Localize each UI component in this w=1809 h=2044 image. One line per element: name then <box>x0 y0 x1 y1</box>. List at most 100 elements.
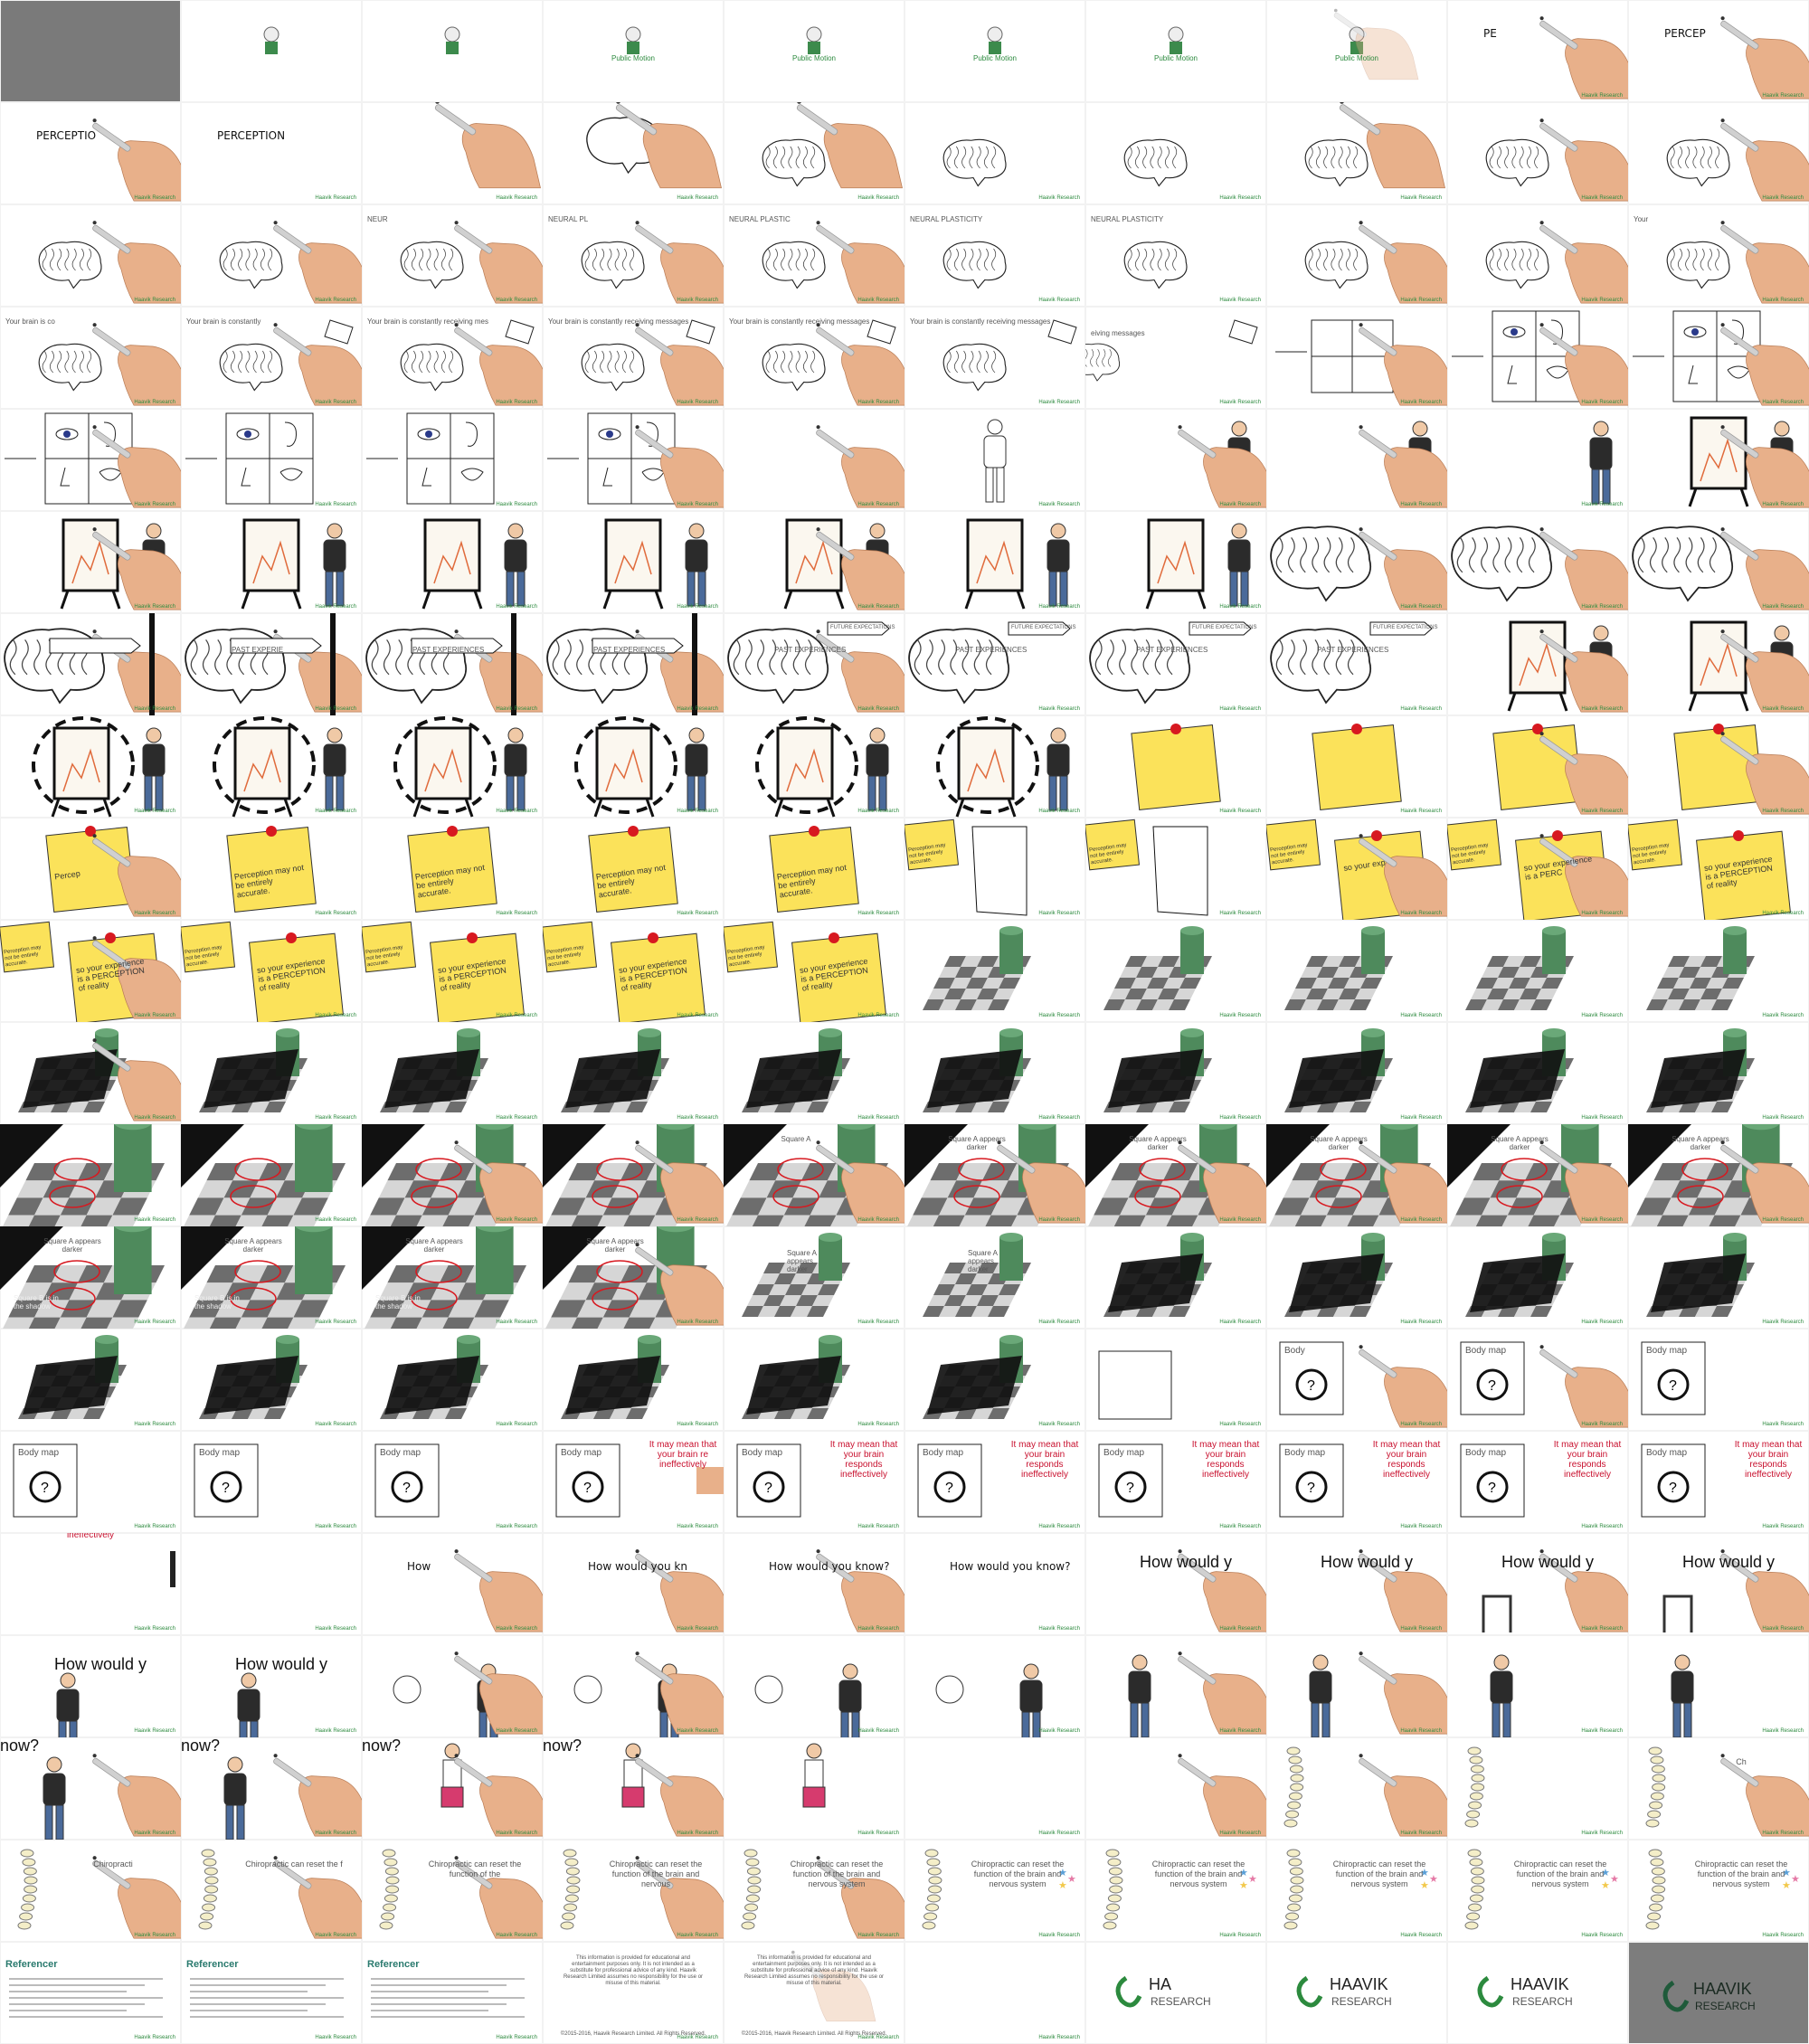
storyboard-frame: Haavik Research <box>1628 715 1809 818</box>
storyboard-frame: Haavik Research <box>362 409 543 511</box>
frame-illustration <box>1168 26 1184 54</box>
storyboard-frame: Haavik Research <box>904 1329 1085 1431</box>
haavik-seahorse-logo <box>1296 1975 1323 2008</box>
storyboard-frame: Haavik Research <box>543 1124 724 1226</box>
brain-icon <box>1666 138 1730 187</box>
storyboard-frame: ★★★Chiropractic can reset the function o… <box>1085 1840 1266 1942</box>
person-icon <box>685 523 708 607</box>
easel-icon <box>774 726 836 818</box>
storyboard-frame: Perception may not be entirely accurate.… <box>181 818 362 920</box>
frame-illustration <box>219 221 362 304</box>
drawing-hand-icon <box>1359 1140 1447 1224</box>
frame-illustration <box>1123 138 1188 187</box>
storyboard-frame: Haavik Research <box>1628 613 1809 715</box>
caption-body-map: Body map <box>1465 1448 1507 1458</box>
haavik-research-watermark: Haavik Research <box>496 1831 537 1836</box>
haavik-research-watermark: Haavik Research <box>677 2035 718 2040</box>
caption-your-brain-full: Your brain is constantly receiving messa… <box>729 317 870 326</box>
haavik-research-watermark: Haavik Research <box>1581 604 1623 610</box>
haavik-research-watermark: Haavik Research <box>1219 1115 1261 1121</box>
frame-illustration <box>213 716 346 818</box>
drawing-hand-icon <box>92 221 181 304</box>
frame-illustration <box>1666 221 1809 304</box>
caption-perceptio: PERCEPTIO <box>36 129 97 142</box>
caption-past-experiences: PAST EXPERIENCES <box>1136 646 1208 654</box>
spine-icon <box>1468 1801 1482 1810</box>
drawing-hand-icon <box>816 425 904 508</box>
storyboard-frame: Haavik Research <box>543 1022 724 1124</box>
frame-illustration <box>561 1028 669 1112</box>
haavik-research-watermark: Haavik Research <box>1038 1115 1080 1121</box>
checker-shadow-illusion <box>1465 1233 1574 1317</box>
person-icon <box>838 1663 862 1737</box>
drawing-hand-icon <box>1539 1549 1628 1632</box>
haavik-research-watermark: Haavik Research <box>1400 195 1442 201</box>
spine-icon <box>924 1849 939 1858</box>
drawing-hand-icon <box>1720 732 1809 815</box>
question-icon <box>210 1471 242 1503</box>
spine-icon <box>745 1894 760 1903</box>
haavik-research-watermark: Haavik Research <box>1219 400 1261 405</box>
caption-body-map: Body map <box>561 1448 602 1458</box>
pin-icon <box>628 826 639 837</box>
frame-illustration <box>561 1335 669 1419</box>
haavik-research-watermark: Haavik Research <box>496 1626 537 1632</box>
haavik-research-watermark: Haavik Research <box>1400 1115 1442 1121</box>
caption-chiropractic-full: Chiropractic can reset the function of t… <box>1694 1859 1788 1888</box>
haavik-research-watermark: Haavik Research <box>134 604 175 610</box>
haavik-research-watermark: Haavik Research <box>496 809 537 814</box>
frame-illustration <box>581 221 724 304</box>
haavik-research-watermark: Haavik Research <box>315 1320 356 1325</box>
frame-illustration <box>454 1549 543 1632</box>
pin-icon <box>85 826 96 837</box>
frame-illustration <box>1451 525 1628 610</box>
frame-illustration <box>0 0 181 102</box>
frame-illustration <box>92 118 181 202</box>
star-icon: ★ <box>1239 1868 1248 1878</box>
haavik-research-watermark: Haavik Research <box>1581 195 1623 201</box>
storyboard-frame: Haavik Research <box>1447 102 1628 204</box>
spine-icon <box>204 1885 219 1894</box>
storyboard-frame: Perception may not be entirely accurate.… <box>1085 818 1266 920</box>
caption-ha: HA <box>1149 1975 1172 1993</box>
spine-icon <box>1469 1792 1483 1801</box>
spine-icon <box>22 1894 36 1903</box>
storyboard-frame: Haavik Research <box>181 1022 362 1124</box>
frame-illustration <box>226 826 317 913</box>
storyboard-frame: Haavik Research <box>362 102 543 204</box>
storyboard-frame: Haavik Research <box>0 1124 181 1226</box>
storyboard-frame: Haavik Research <box>1447 511 1628 613</box>
spine-icon <box>926 1894 941 1903</box>
spine-icon <box>384 1894 398 1903</box>
haavik-research-watermark: Haavik Research <box>857 502 899 507</box>
caption-now-fragment: now? <box>0 1737 40 1755</box>
frame-illustration: ? <box>194 1443 259 1518</box>
caption-past-experiences: PAST EXPERIENCES <box>412 646 485 654</box>
storyboard-frame: Haavik Research <box>1628 920 1809 1022</box>
checker-shadow-illusion <box>561 1335 669 1419</box>
haavik-research-watermark: Haavik Research <box>1581 1217 1623 1223</box>
public-motion-mascot-icon <box>806 26 822 54</box>
storyboard-frame: Haavik Research <box>1085 102 1266 204</box>
frame-illustration <box>198 1849 362 1939</box>
haavik-research-watermark: Haavik Research <box>1581 1422 1623 1427</box>
spine-icon <box>566 1876 581 1885</box>
storyboard-frame: How would you know?Haavik Research <box>904 1533 1085 1635</box>
drawing-hand-icon <box>816 1140 904 1224</box>
haavik-research-watermark: Haavik Research <box>1038 1933 1080 1938</box>
storyboard-frame: Haavik Research <box>1447 1635 1628 1737</box>
frame-illustration <box>1645 1746 1809 1837</box>
frame-illustration <box>755 716 889 818</box>
frame-illustration: ★★★ <box>922 1849 1076 1930</box>
spine-icon <box>744 1903 759 1912</box>
storyboard-frame: Haavik Research <box>904 1022 1085 1124</box>
easel-icon <box>1688 416 1749 507</box>
haavik-research-watermark: Haavik Research <box>857 1831 899 1836</box>
caption-chiropractic-full: Chiropractic can reset the function of t… <box>790 1859 884 1888</box>
haavik-research-watermark: Haavik Research <box>134 1524 175 1529</box>
haavik-research-watermark: Haavik Research <box>1400 809 1442 814</box>
